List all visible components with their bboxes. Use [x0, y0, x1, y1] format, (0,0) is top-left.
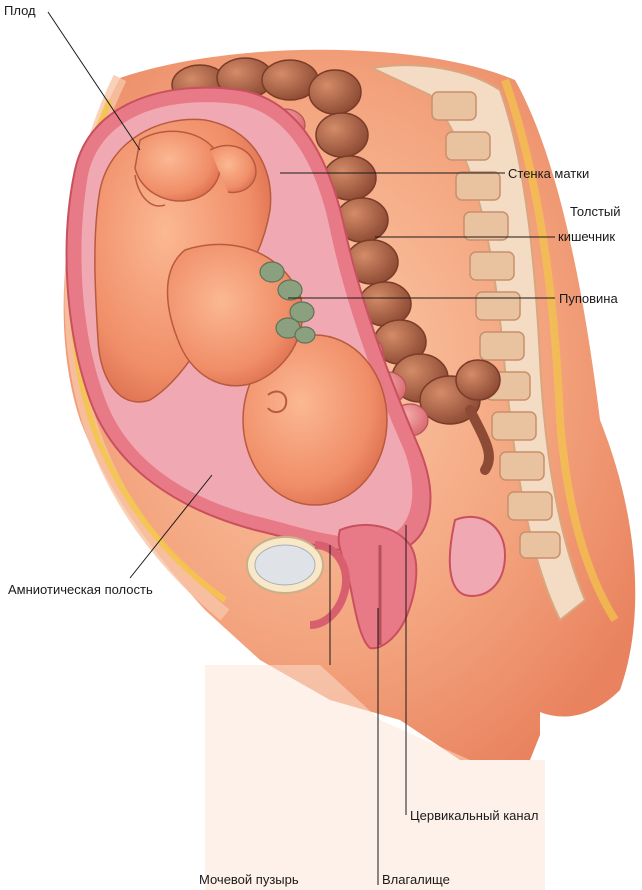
label-umbilical-cord: Пуповина [559, 291, 618, 306]
label-cervical-canal: Цервикальный канал [410, 808, 538, 823]
label-placenta: Плод [4, 3, 36, 18]
label-uterine-wall: Стенка матки [508, 166, 589, 181]
label-bladder: Мочевой пузырь [199, 872, 299, 887]
label-vagina: Влагалище [382, 872, 450, 887]
label-amniotic-cavity: Амниотическая полость [8, 582, 153, 597]
label-large-intestine-line2: кишечник [558, 229, 615, 244]
label-large-intestine-line1: Толстый [570, 204, 621, 219]
